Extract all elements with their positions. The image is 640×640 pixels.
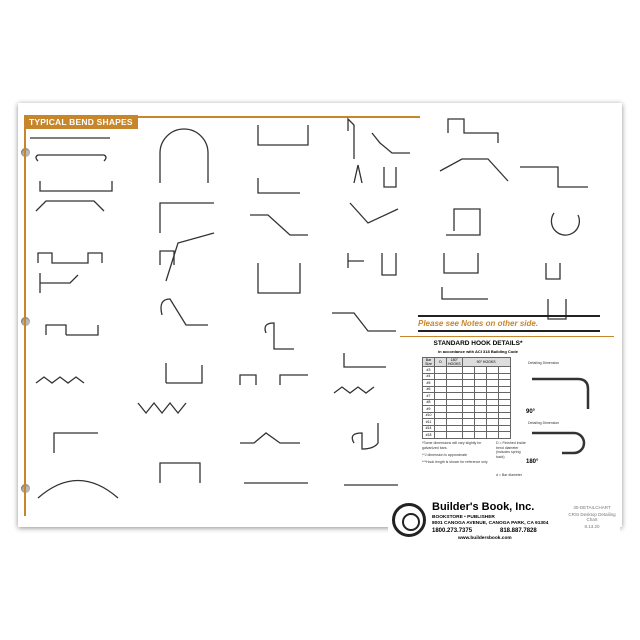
publisher-website: www.buildersbook.com	[458, 536, 512, 541]
footnote: **J dimension is approximate	[422, 453, 468, 457]
bend-shapes-drawings	[30, 117, 588, 499]
frame-line	[24, 116, 26, 516]
legend-db: d = Bar diameter	[496, 473, 522, 477]
table-cell	[446, 431, 463, 439]
publisher-name: Builder's Book, Inc.	[432, 501, 535, 513]
detailing-dimension-label: Detailing Dimension	[528, 421, 560, 425]
legend-d: D = Finished inside bend diameter (inclu…	[496, 441, 526, 459]
table-cell	[434, 431, 447, 439]
hook-180-label: 180°	[526, 459, 539, 465]
publisher-tagline: BOOKSTORE • PUBLISHER	[432, 515, 495, 520]
hook-diagrams	[532, 377, 590, 455]
hook-details-table: Bar Size D 180° HOOKS 90° HOOKS #3#4#5#6…	[422, 357, 511, 439]
table-cell	[497, 431, 511, 439]
detailing-dimension-label: Detailing Dimension	[528, 361, 560, 365]
table-cell	[485, 431, 499, 439]
column-header: D	[434, 357, 447, 367]
publisher-phone-local: 818.887.7828	[500, 528, 537, 534]
footnote: ***Hook length is shown for reference on…	[422, 460, 488, 464]
column-header: 180° HOOKS	[446, 357, 463, 367]
product-date: 8.13.20	[584, 523, 600, 529]
table-row: #18	[422, 431, 511, 439]
hook-90-label: 90°	[526, 409, 536, 415]
notes-banner: Please see Notes on other side.	[418, 315, 600, 332]
table-cell	[473, 431, 487, 439]
detailing-chart-poster: TYPICAL BEND SHAPES	[18, 103, 622, 545]
table-row: #4	[422, 372, 511, 380]
table-row: #14	[422, 424, 511, 432]
column-header: 90° HOOKS	[461, 357, 511, 367]
publisher-block: Builder's Book, Inc. BOOKSTORE • PUBLISH…	[388, 499, 620, 545]
divider	[400, 336, 614, 337]
footnote: *Some dimensions will vary slightly for …	[422, 441, 482, 450]
table-cell	[461, 431, 475, 439]
frame-line	[24, 116, 420, 118]
table-row: #10	[422, 411, 511, 419]
hook-details-title: STANDARD HOOK DETAILS*	[433, 340, 523, 347]
builders-book-logo	[392, 503, 426, 537]
column-header: Bar Size	[422, 357, 435, 367]
product-code-block: 30-DETAILCHART CRSI Desktop Detailing Ch…	[566, 505, 618, 529]
product-code: 30-DETAILCHART	[573, 505, 611, 510]
publisher-phone: 1800.273.7375	[432, 528, 473, 534]
section-title: TYPICAL BEND SHAPES	[24, 115, 138, 129]
publisher-address: 8001 CANOGA AVENUE, CANOGA PARK, CA 9130…	[432, 521, 549, 526]
hook-details-subtitle: in accordance with ACI 318 Building Code	[438, 349, 518, 354]
bar-size-cell: #18	[422, 431, 435, 439]
table-row: #6	[422, 385, 511, 393]
product-name: CRSI Desktop Detailing Chart	[568, 511, 616, 523]
